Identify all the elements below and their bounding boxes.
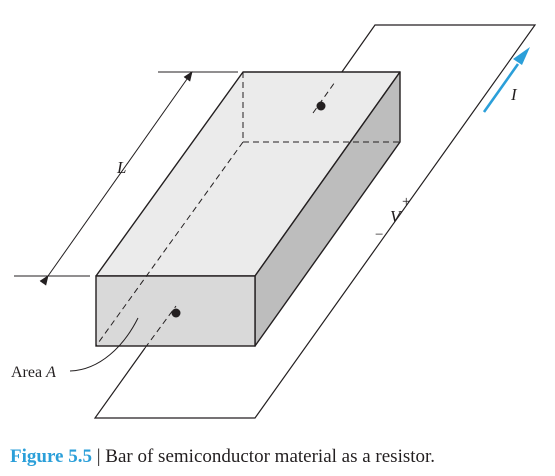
circuit-wire-loop — [93, 24, 537, 419]
area-label: Area A — [11, 364, 56, 381]
current-arrow-head — [513, 47, 530, 65]
wire-hidden-back — [312, 81, 336, 114]
figure-caption: Figure 5.5 | Bar of semiconductor materi… — [10, 446, 435, 468]
voltage-minus-label: − — [375, 227, 383, 243]
length-dimension-line — [39, 71, 193, 286]
area-leader-line — [69, 317, 139, 372]
current-label: I — [510, 85, 518, 104]
voltage-plus-label: + — [402, 194, 410, 210]
area-label-variable: A — [45, 364, 56, 381]
caption-separator: | — [91, 446, 106, 467]
caption-text: Bar of semiconductor material as a resis… — [105, 446, 436, 467]
current-arrow-shaft — [482, 63, 520, 113]
contact-point-front — [171, 308, 181, 318]
wire-hidden-front — [144, 305, 177, 349]
figure-number: Figure 5.5 — [10, 446, 92, 467]
voltage-label: V — [390, 207, 403, 226]
contact-point-back — [316, 101, 326, 111]
area-label-prefix: Area — [11, 364, 46, 381]
length-label: L — [116, 158, 126, 177]
